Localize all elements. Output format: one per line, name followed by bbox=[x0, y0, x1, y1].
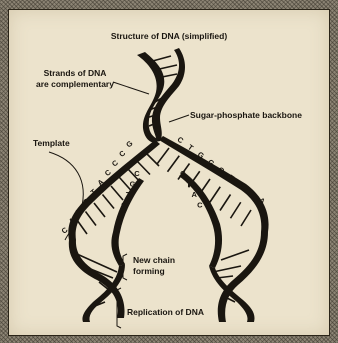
base-pair-rung bbox=[111, 186, 123, 200]
diagram-panel: Structure of DNA (simplified) bbox=[8, 9, 330, 336]
base-pair-rung bbox=[103, 195, 115, 209]
base-pair-rung bbox=[221, 250, 249, 260]
base-letter: C bbox=[121, 201, 127, 210]
strands-label-line2: are complementary bbox=[36, 79, 114, 89]
base-pair-rung bbox=[168, 156, 180, 172]
base-letter: G bbox=[124, 139, 134, 150]
base-letter: C bbox=[197, 201, 203, 210]
base-pair-rung bbox=[94, 203, 105, 217]
template-label: Template bbox=[33, 138, 70, 148]
base-letter: C bbox=[110, 158, 120, 169]
diagram-title: Structure of DNA (simplified) bbox=[111, 31, 227, 41]
base-letter: T bbox=[126, 190, 131, 199]
base-pair-rung bbox=[241, 210, 251, 226]
strands-pointer bbox=[113, 82, 149, 94]
base-pair-rung bbox=[220, 195, 231, 211]
base-letter: C bbox=[117, 148, 127, 159]
strands-label-line1: Strands of DNA bbox=[44, 68, 107, 78]
top-helix bbox=[137, 48, 185, 142]
backbone-label: Sugar-phosphate backbone bbox=[190, 110, 302, 120]
base-pair-rung bbox=[86, 212, 97, 226]
base-letter: C bbox=[134, 169, 140, 178]
base-pair-rung bbox=[199, 179, 210, 195]
base-pair-rung bbox=[217, 276, 233, 278]
new-chain-label-line1: New chain bbox=[133, 255, 175, 265]
base-pair-rung bbox=[77, 220, 87, 234]
base-letter: A bbox=[191, 190, 197, 199]
base-pair-rung bbox=[157, 148, 169, 164]
replication-label: Replication of DNA bbox=[127, 307, 204, 317]
backbone-pointer bbox=[169, 115, 189, 122]
base-letter: T bbox=[186, 180, 191, 189]
new-chain-label-line2: forming bbox=[133, 266, 165, 276]
base-pair-rung bbox=[210, 187, 221, 203]
base-pair-rung bbox=[213, 266, 241, 272]
base-letter: G bbox=[180, 169, 186, 178]
base-letter: G bbox=[130, 180, 136, 189]
template-bracket bbox=[49, 152, 83, 240]
dna-replication-diagram: Structure of DNA (simplified) bbox=[9, 10, 329, 335]
base-pair-rung bbox=[231, 202, 241, 218]
